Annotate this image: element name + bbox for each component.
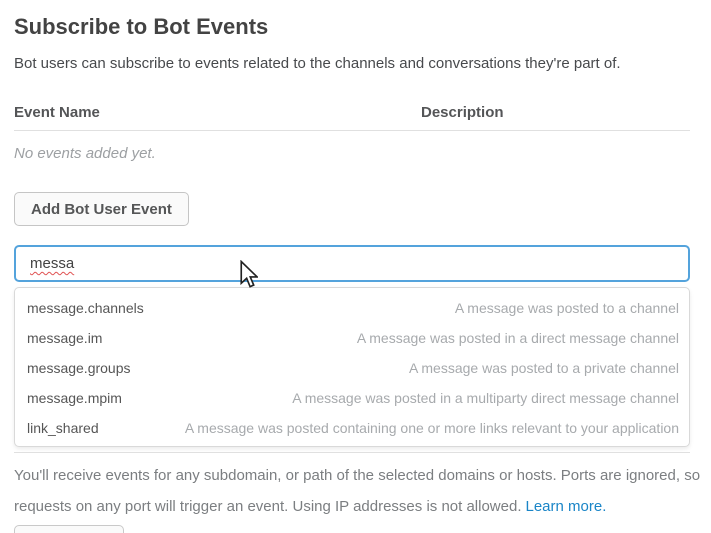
- section-divider: [14, 452, 690, 453]
- domains-help-line-1: You'll receive events for any subdomain,…: [14, 467, 701, 484]
- event-suggestions-dropdown: message.channels A message was posted to…: [14, 287, 690, 447]
- suggestion-message-channels[interactable]: message.channels A message was posted to…: [15, 293, 689, 323]
- column-header-description: Description: [421, 104, 504, 121]
- suggestion-event-description: A message was posted to a private channe…: [408, 360, 679, 376]
- learn-more-link[interactable]: Learn more.: [525, 498, 607, 515]
- suggestion-event-name: message.mpim: [27, 390, 122, 406]
- suggestion-event-description: A message was posted in a direct message…: [356, 330, 679, 346]
- empty-events-message: No events added yet.: [14, 145, 156, 162]
- event-search-input[interactable]: messa: [14, 245, 690, 282]
- page-title: Subscribe to Bot Events: [14, 14, 269, 39]
- event-search-input-value: messa: [30, 255, 75, 272]
- suggestion-event-name: link_shared: [27, 420, 99, 436]
- suggestion-event-name: message.channels: [27, 300, 144, 316]
- domains-help-text: You'll receive events for any subdomain,…: [14, 460, 701, 522]
- suggestion-event-name: message.im: [27, 330, 103, 346]
- suggestion-event-description: A message was posted in a multiparty dir…: [292, 390, 679, 406]
- suggestion-message-im[interactable]: message.im A message was posted in a dir…: [15, 323, 689, 353]
- page-subtitle: Bot users can subscribe to events relate…: [14, 55, 621, 72]
- column-header-event-name: Event Name: [14, 104, 100, 121]
- suggestion-link-shared[interactable]: link_shared A message was posted contain…: [15, 413, 689, 443]
- partial-bottom-button[interactable]: [14, 525, 124, 533]
- table-header-divider: [14, 130, 690, 131]
- domains-help-line-2-text: requests on any port will trigger an eve…: [14, 498, 522, 515]
- suggestion-message-groups[interactable]: message.groups A message was posted to a…: [15, 353, 689, 383]
- suggestion-event-description: A message was posted containing one or m…: [184, 420, 679, 436]
- suggestion-message-mpim[interactable]: message.mpim A message was posted in a m…: [15, 383, 689, 413]
- suggestion-event-name: message.groups: [27, 360, 131, 376]
- domains-help-line-2: requests on any port will trigger an eve…: [14, 491, 694, 522]
- add-bot-user-event-button[interactable]: Add Bot User Event: [14, 192, 189, 226]
- suggestion-event-description: A message was posted to a channel: [454, 300, 679, 316]
